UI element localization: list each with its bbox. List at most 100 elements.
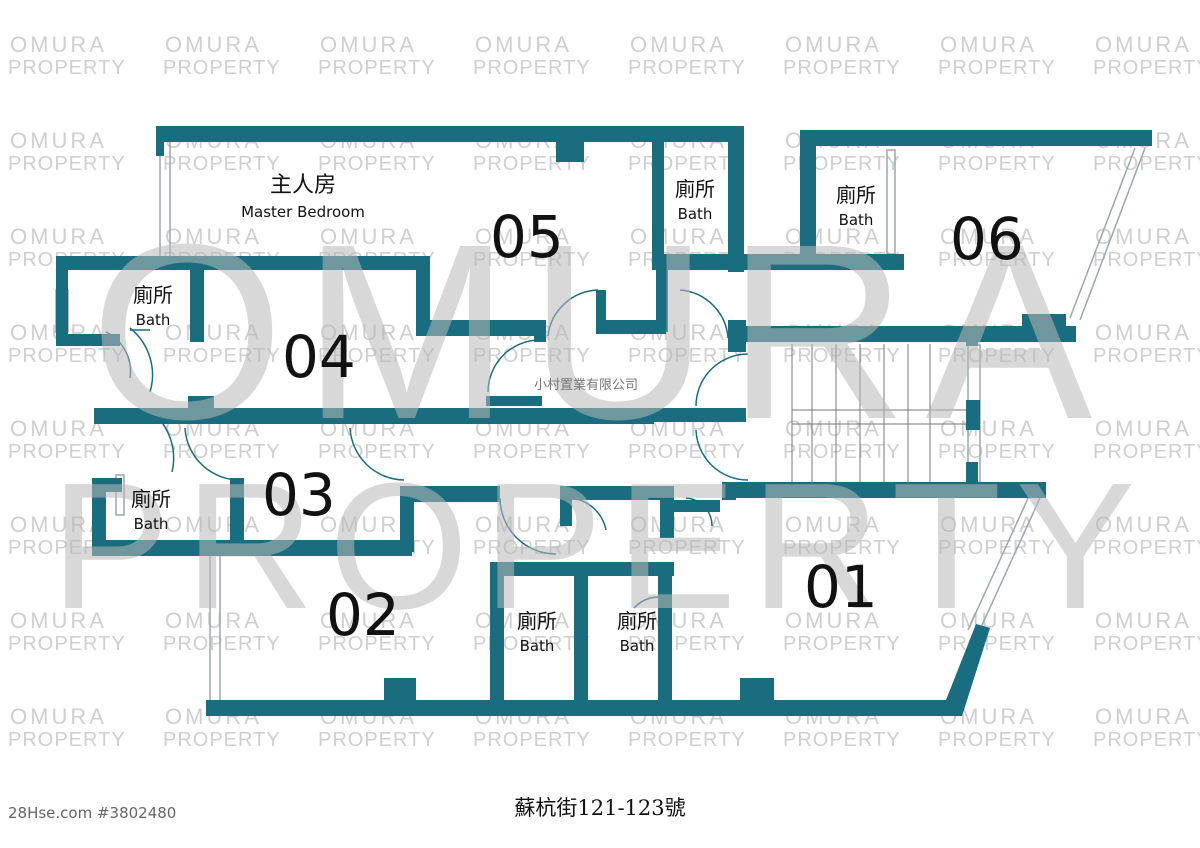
watermark-tile-brand: OMURA — [320, 512, 417, 537]
watermark-tile-property: PROPERTY — [8, 57, 126, 79]
bath-en: Bath — [838, 211, 874, 229]
watermark-tile-property: PROPERTY — [783, 537, 901, 559]
address-caption: 蘇杭街121-123號 — [514, 796, 686, 820]
watermark-tile-brand: OMURA — [320, 224, 417, 249]
watermark-tile-brand: OMURA — [1095, 224, 1192, 249]
watermark-tile-property: PROPERTY — [938, 441, 1056, 463]
watermark-tile-brand: OMURA — [1095, 512, 1192, 537]
watermark-tile-property: PROPERTY — [628, 537, 746, 559]
master-bedroom-label: 主人房 Master Bedroom — [230, 173, 376, 222]
watermark-tile-property: PROPERTY — [8, 633, 126, 655]
bath-label-01: 廁所 Bath — [606, 610, 668, 655]
watermark-tile-property: PROPERTY — [1093, 441, 1200, 463]
watermark-tile-brand: OMURA — [10, 32, 107, 57]
watermark-tile-property: PROPERTY — [938, 153, 1056, 175]
watermark-tile-property: PROPERTY — [473, 249, 591, 271]
watermark-tile-property: PROPERTY — [163, 153, 281, 175]
watermark-tile-brand: OMURA — [630, 608, 727, 633]
bath-label-02: 廁所 Bath — [506, 610, 568, 655]
agency-name: 小村置業有限公司 — [534, 378, 639, 393]
watermark-tile-brand: OMURA — [320, 320, 417, 345]
bath-zh: 廁所 — [133, 283, 173, 307]
watermark-tile-brand: OMURA — [10, 128, 107, 153]
bath-en: Bath — [133, 515, 169, 533]
watermark-tile-brand: OMURA — [940, 224, 1037, 249]
watermark-tile-brand: OMURA — [1095, 320, 1192, 345]
watermark-tile-property: PROPERTY — [8, 345, 126, 367]
bath-zh: 廁所 — [836, 183, 876, 207]
watermark-tile-brand: OMURA — [475, 512, 572, 537]
bath-en: Bath — [135, 311, 171, 329]
master-en: Master Bedroom — [241, 203, 365, 222]
watermark-tile-property: PROPERTY — [318, 345, 436, 367]
watermark-tile-property: PROPERTY — [163, 57, 281, 79]
watermark-tile-brand: OMURA — [940, 32, 1037, 57]
watermark-tile-property: PROPERTY — [8, 441, 126, 463]
watermark-tile-property: PROPERTY — [8, 729, 126, 751]
watermark-tile-property: PROPERTY — [473, 57, 591, 79]
watermark-tile-property: PROPERTY — [163, 729, 281, 751]
watermark-tile-brand: OMURA — [10, 416, 107, 441]
watermark-tile-property: PROPERTY — [473, 441, 591, 463]
bath-zh: 廁所 — [517, 609, 557, 633]
watermark-tile-property: PROPERTY — [318, 729, 436, 751]
watermark-tile-brand: OMURA — [475, 32, 572, 57]
watermark-tile-brand: OMURA — [10, 608, 107, 633]
watermark-tile-brand: OMURA — [940, 512, 1037, 537]
watermark-tile-brand: OMURA — [1095, 416, 1192, 441]
watermark-tile-brand: OMURA — [320, 608, 417, 633]
watermark-tile-brand: OMURA — [785, 512, 882, 537]
watermark-tile-brand: OMURA — [165, 32, 262, 57]
watermark-tile-brand: OMURA — [785, 416, 882, 441]
watermark-tile-property: PROPERTY — [1093, 57, 1200, 79]
watermark-tile-property: PROPERTY — [163, 633, 281, 655]
watermark-tile-property: PROPERTY — [8, 153, 126, 175]
watermark-tile-property: PROPERTY — [783, 57, 901, 79]
watermark-tile-brand: OMURA — [10, 704, 107, 729]
bath-zh: 廁所 — [675, 177, 715, 201]
master-zh: 主人房 — [269, 173, 336, 198]
watermark-tile-property: PROPERTY — [938, 57, 1056, 79]
watermark-tile-brand: OMURA — [165, 320, 262, 345]
watermark-tile-property: PROPERTY — [318, 153, 436, 175]
watermark-tile-brand: OMURA — [1095, 704, 1192, 729]
watermark-tile-brand: OMURA — [940, 416, 1037, 441]
watermark-tile-brand: OMURA — [10, 224, 107, 249]
walls — [56, 126, 1152, 716]
room-05: 05 — [490, 203, 564, 271]
bath-zh: 廁所 — [131, 487, 171, 511]
watermark-tile-property: PROPERTY — [938, 249, 1056, 271]
bath-en: Bath — [519, 637, 555, 655]
watermark-tile-property: PROPERTY — [628, 345, 746, 367]
watermark-tile-brand: OMURA — [10, 512, 107, 537]
watermark-tile-brand: OMURA — [785, 608, 882, 633]
stairs — [791, 344, 968, 484]
watermark-tile-property: PROPERTY — [473, 345, 591, 367]
watermark-tile-property: PROPERTY — [1093, 633, 1200, 655]
room-04: 04 — [282, 323, 356, 391]
watermark-tile-brand: OMURA — [1095, 32, 1192, 57]
watermark-tile-property: PROPERTY — [1093, 729, 1200, 751]
watermark-tile-brand: OMURA — [320, 32, 417, 57]
watermark-tile-property: PROPERTY — [318, 57, 436, 79]
watermark-tile-property: PROPERTY — [163, 441, 281, 463]
doors — [105, 289, 749, 609]
watermark-tile-property: PROPERTY — [1093, 345, 1200, 367]
watermark-tile-brand: OMURA — [630, 224, 727, 249]
room-03: 03 — [262, 461, 336, 529]
watermark-tile-property: PROPERTY — [1093, 249, 1200, 271]
watermark-tile-brand: OMURA — [475, 224, 572, 249]
watermark-tile-property: PROPERTY — [628, 729, 746, 751]
bath-label-06: 廁所 Bath — [825, 184, 887, 229]
watermark-tile-brand: OMURA — [165, 608, 262, 633]
room-02: 02 — [326, 581, 400, 649]
watermark-tile-property: PROPERTY — [163, 345, 281, 367]
watermark-tile-property: PROPERTY — [938, 537, 1056, 559]
bath-label-03: 廁所 Bath — [120, 488, 182, 533]
room-06: 06 — [950, 205, 1024, 273]
watermark-tile-property: PROPERTY — [318, 441, 436, 463]
listing-id: 28Hse.com #3802480 — [8, 804, 177, 822]
bath-zh: 廁所 — [617, 609, 657, 633]
watermark-tile-property: PROPERTY — [318, 633, 436, 655]
